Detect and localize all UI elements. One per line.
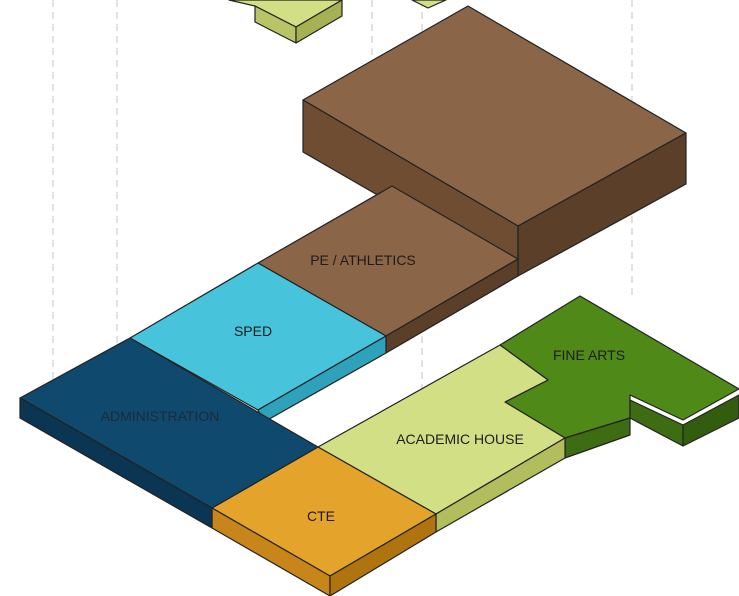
pe-athletics-label: PE / ATHLETICS <box>310 252 416 268</box>
academic-house-label: ACADEMIC HOUSE <box>396 431 524 447</box>
upper-floor-fragment-left <box>228 0 343 44</box>
upper-floor-fragment-right <box>411 0 447 9</box>
cte-label: CTE <box>307 508 335 524</box>
fine-arts-label: FINE ARTS <box>553 347 625 363</box>
fine-arts-block <box>499 295 739 459</box>
sped-label: SPED <box>234 323 272 339</box>
pe-athletics-slab <box>257 185 519 354</box>
cte-block <box>211 446 437 596</box>
administration-label: ADMINISTRATION <box>101 408 220 424</box>
administration-block <box>19 337 319 529</box>
